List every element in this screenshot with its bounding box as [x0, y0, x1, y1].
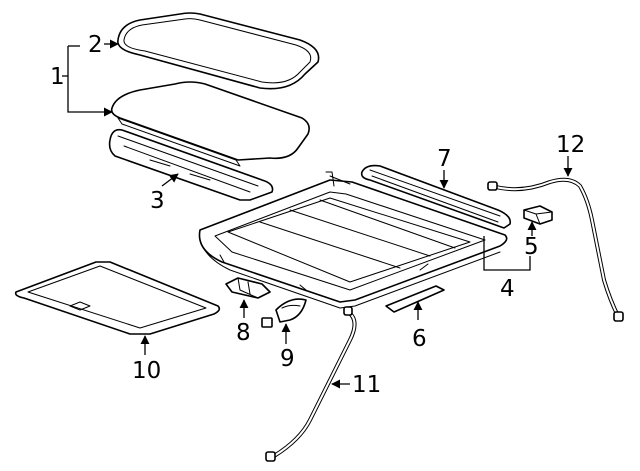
- callout-4: 4: [500, 276, 515, 302]
- part-sunroof-frame: [198, 171, 508, 309]
- part-3-deflector: [108, 128, 274, 201]
- part-8-motor: [225, 277, 271, 299]
- callout-8: 8: [236, 320, 251, 346]
- part-5-clip: [523, 205, 553, 225]
- part-9-bracket: [261, 298, 307, 328]
- callout-3: 3: [150, 188, 165, 214]
- callout-5: 5: [524, 234, 539, 260]
- callout-6: 6: [412, 326, 427, 352]
- part-6-seal-strip: [385, 285, 445, 313]
- callout-7: 7: [437, 146, 452, 172]
- callout-2: 2: [88, 32, 103, 58]
- part-11-drain-hose: [265, 306, 357, 462]
- part-2-glass-seal: [117, 12, 320, 90]
- callout-10: 10: [132, 358, 161, 384]
- part-glass-panel: [110, 81, 310, 167]
- callout-9: 9: [280, 346, 295, 372]
- callout-12: 12: [556, 132, 585, 158]
- leader-lines: [62, 39, 573, 389]
- part-10-sunshade: [14, 261, 221, 335]
- callout-11: 11: [352, 372, 381, 398]
- part-7-front-rail: [360, 164, 512, 229]
- part-12-drain-hose: [487, 177, 624, 322]
- callout-1: 1: [50, 64, 65, 90]
